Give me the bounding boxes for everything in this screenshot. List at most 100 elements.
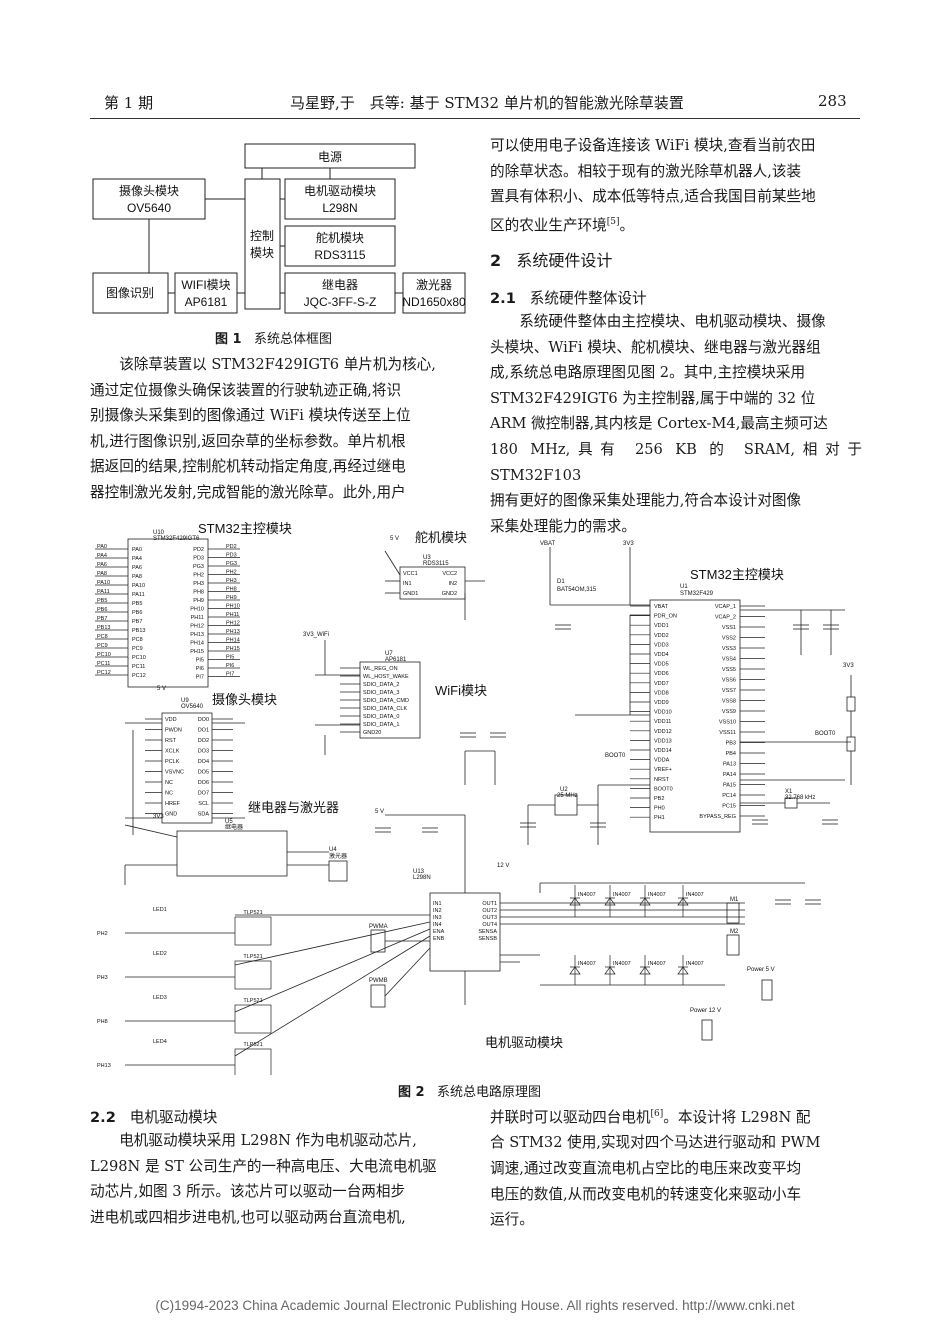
u1-pin-name: VDDA (654, 758, 670, 764)
svg-text:激光器: 激光器 (329, 852, 347, 860)
svg-text:VBAT: VBAT (540, 541, 556, 547)
u1-pin-name: VSS6 (722, 678, 736, 684)
u10-pin-label: PA6 (97, 562, 107, 568)
u13-pin-name: IN4 (433, 922, 442, 928)
u3-pin-name: IN1 (403, 581, 412, 587)
u1-pin-name: VDD4 (654, 652, 669, 658)
u1-chip (649, 599, 741, 833)
stm32-right-label: STM32主控模块 (690, 567, 784, 582)
diode-label: IN4007 (648, 892, 666, 898)
u10-pin-label: PB7 (97, 616, 107, 622)
diode-symbol (604, 897, 616, 906)
u13-pin-name: SENSA (478, 929, 497, 935)
diode-label: IN4007 (613, 961, 631, 967)
u4-laser (328, 860, 348, 882)
figure-1-caption: 图 1 系统总体框图 (215, 332, 332, 347)
u10-pin-label: PC11 (97, 661, 110, 667)
u10-pin-label: PA11 (97, 589, 110, 595)
led-label: LED2 (153, 951, 167, 957)
svg-text:L298N: L298N (322, 201, 357, 215)
u10-pin-name: PC11 (132, 664, 145, 670)
u10-pin-label: PH8 (226, 587, 237, 593)
u10-pin-label: PD2 (226, 544, 237, 550)
u10-pin-label: PH11 (226, 612, 239, 618)
diode-symbol (677, 897, 689, 906)
u10-pin-label: PH2 (226, 570, 237, 576)
u10-pin-label: PH15 (226, 646, 240, 652)
u13-pin-name: OUT4 (482, 922, 497, 928)
u9-pin-name: DO0 (198, 717, 209, 723)
u9-chip (161, 712, 213, 824)
u10-pin-name: PH10 (190, 607, 204, 613)
u1-pin-name: VDD1 (654, 623, 669, 629)
u1-pin-name: VSS5 (722, 667, 736, 673)
right-column-paragraph: 可以使用电子设备连接该 WiFi 模块,查看当前农田 的除草状态。相较于现有的激… (490, 137, 816, 234)
u10-pin-name: PC10 (132, 655, 146, 661)
u1-pin-name: PDR_ON (654, 614, 677, 620)
u1-pin-name: PH0 (654, 806, 665, 812)
u13-pin-name: IN2 (433, 908, 442, 914)
u10-pin-name: PA6 (132, 565, 142, 571)
u10-pin-label: PB13 (97, 625, 110, 631)
u10-pin-name: PB13 (132, 628, 145, 634)
u3-pin-name: IN2 (448, 581, 457, 587)
svg-text:U2: U2 (560, 787, 568, 793)
u9-pin-name: DO3 (198, 749, 209, 755)
svg-text:5 V: 5 V (390, 536, 399, 542)
u1-pin-name: VSS4 (722, 657, 736, 663)
diode-label: IN4007 (686, 961, 704, 967)
u1-pin-name: PH1 (654, 815, 665, 821)
optocoupler (234, 916, 272, 946)
power5-connector (761, 979, 773, 1001)
u10-pin-label: PB5 (97, 598, 107, 604)
u10-pin-name: PA10 (132, 583, 145, 589)
diode-label: IN4007 (648, 961, 666, 967)
u10-pin-name: PI5 (196, 658, 204, 664)
figure-2-caption: 图 2 系统总电路原理图 (398, 1085, 541, 1100)
led-pin-label: PH13 (97, 1063, 111, 1069)
u3-chip (399, 566, 466, 600)
u10-pin-label: PH10 (226, 604, 240, 610)
section-2-2-heading: 2.2 电机驱动模块 (90, 1109, 218, 1126)
power12-connector (701, 1019, 713, 1041)
u1-pin-name: VSS10 (719, 720, 736, 726)
svg-text:控制: 控制 (250, 229, 274, 243)
u7-pin-name: SDIO_DATA_2 (363, 682, 399, 688)
svg-text:U7: U7 (385, 651, 393, 657)
diode-label: IN4007 (578, 961, 596, 967)
u13-pin-name: OUT1 (482, 901, 497, 907)
svg-text:U9: U9 (181, 698, 189, 704)
svg-text:U4: U4 (329, 847, 337, 853)
u9-pin-name: XCLK (165, 749, 180, 755)
svg-text:摄像头模块: 摄像头模块 (119, 183, 179, 198)
u3-pin-name: GND2 (442, 591, 457, 597)
svg-text:Power 12 V: Power 12 V (690, 1008, 721, 1014)
u9-pin-name: DO5 (198, 770, 209, 776)
u9-pin-name: DO4 (198, 759, 209, 765)
u9-pin-name: DO6 (198, 780, 209, 786)
u13-pin-name: SENSB (478, 936, 497, 942)
svg-text:12 V: 12 V (497, 863, 509, 869)
u1-pin-name: VCAP_2 (715, 615, 736, 621)
u10-pin-label: PH13 (226, 629, 240, 635)
u7-pin-name: SDIO_DATA_CMD (363, 698, 409, 704)
u10-pin-name: PD2 (193, 547, 204, 553)
svg-text:5 V: 5 V (375, 809, 384, 815)
diode-symbol (569, 966, 581, 975)
led-label: LED1 (153, 907, 167, 913)
u9-pin-name: VDD (165, 717, 177, 723)
u13-pin-name: IN3 (433, 915, 442, 921)
u10-pin-name: PH9 (193, 598, 204, 604)
u1-pin-name: PA14 (723, 772, 736, 778)
led-pin-label: PH8 (97, 1019, 108, 1025)
svg-text:U13: U13 (413, 869, 425, 875)
svg-text:U5: U5 (225, 819, 233, 825)
svg-text:M2: M2 (730, 929, 739, 935)
section-2-1-paragraph: 系统硬件整体由主控模块、电机驱动模块、摄像 头模块、WiFi 模块、舵机模块、继… (490, 313, 862, 535)
u10-pin-name: PG3 (193, 564, 204, 570)
svg-text:5 V: 5 V (157, 686, 166, 692)
u1-pin-name: VBAT (654, 604, 669, 610)
optocoupler (234, 960, 272, 990)
left-column-paragraph: 该除草装置以 STM32F429IGT6 单片机为核心, 通过定位摄像头确保该装… (90, 356, 436, 501)
u1-pin-name: PB2 (654, 796, 664, 802)
